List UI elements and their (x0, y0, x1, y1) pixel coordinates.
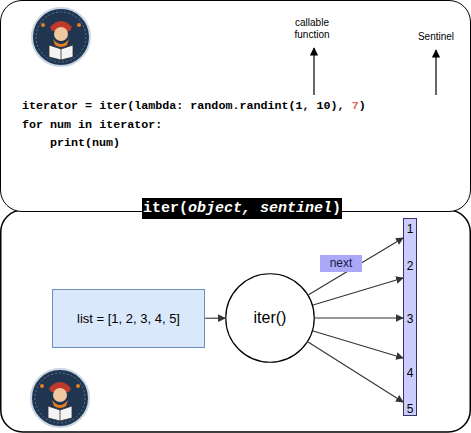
code-text: for num in iterator: (22, 117, 162, 133)
connector-arrow (308, 342, 403, 402)
box-text: list = [1, 2, 3, 4, 5] (77, 311, 180, 326)
sentinel-value: 7 (352, 99, 359, 113)
signature-band: iter(object, sentinel) (142, 198, 342, 219)
bottom-panel (1, 210, 471, 432)
logo-bottom (31, 369, 89, 427)
value-number: 4 (404, 366, 416, 380)
code-line: iterator = iter(lambda: random.randint(1… (22, 98, 366, 114)
list-box: list = [1, 2, 3, 4, 5] (52, 289, 205, 348)
values-bar: 1 2 3 4 5 (403, 218, 417, 416)
callout-text: callable function (285, 17, 339, 41)
callout-text: Sentinel (411, 31, 461, 43)
connector-arrow (313, 331, 403, 358)
edge-label: next (320, 255, 362, 272)
code-text: iterator = iter(lambda: random.randint(1… (22, 99, 345, 113)
circle-text: iter() (225, 273, 315, 363)
value-number: 1 (404, 222, 416, 236)
iter-circle: iter() (225, 273, 315, 363)
function-text: iter( (143, 200, 188, 217)
connector-arrow (205, 318, 225, 319)
connector-arrow (313, 278, 403, 305)
parameter-text: object, sentinel (188, 200, 332, 217)
code-panel: iterator = iter(lambda: random.randint(1… (0, 0, 471, 212)
function-text: ) (332, 200, 341, 217)
connector-arrow (315, 317, 403, 318)
code-text: ) (359, 99, 366, 113)
code-text: print(num) (50, 135, 120, 151)
value-number: 3 (404, 312, 416, 326)
value-number: 5 (404, 402, 416, 416)
value-number: 2 (404, 259, 416, 273)
connector-arrow (309, 238, 403, 295)
